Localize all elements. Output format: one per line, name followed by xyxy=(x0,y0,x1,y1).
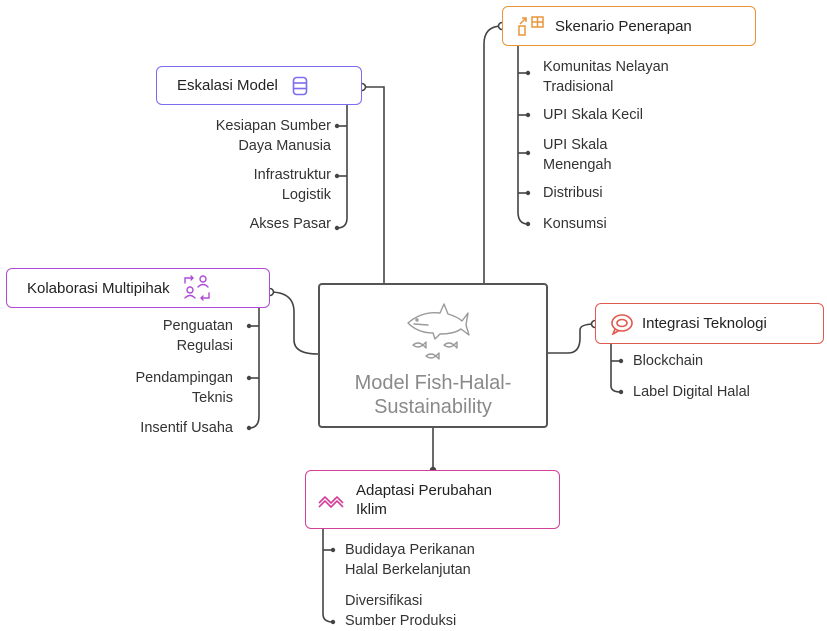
leaf-line: Distribusi xyxy=(543,185,603,201)
leaf-line: Pendampingan xyxy=(135,370,233,386)
eskalasi-model-label: Eskalasi Model xyxy=(177,77,278,94)
adaptasi-perubahan-iklim-node[interactable]: Adaptasi Perubahan Iklim xyxy=(305,470,560,529)
eskalasi-item-akses-pasar: Akses Pasar xyxy=(250,214,331,234)
leaf-line: Halal Berkelanjutan xyxy=(345,562,471,578)
leaf-line: Penguatan xyxy=(162,318,233,334)
leaf-line: Menengah xyxy=(543,157,612,173)
leaf-line: Akses Pasar xyxy=(249,216,331,232)
leaf-line: Infrastruktur xyxy=(253,167,331,183)
leaf-line: Konsumsi xyxy=(543,216,607,232)
eskalasi-item-sdm: Kesiapan Sumber Daya Manusia xyxy=(216,116,331,156)
leaf-line: Kesiapan Sumber xyxy=(215,118,331,134)
wave-icon xyxy=(318,495,344,508)
leaf-line: Daya Manusia xyxy=(238,138,331,154)
people-exchange-icon xyxy=(183,275,210,301)
leaf-line: Logistik xyxy=(281,187,331,203)
kolaborasi-multipihak-label: Kolaborasi Multipihak xyxy=(27,279,170,297)
skenario-item-upi-kecil: UPI Skala Kecil xyxy=(543,105,643,125)
leaf-line: Komunitas Nelayan xyxy=(543,59,669,75)
kolaborasi-item-regulasi: Penguatan Regulasi xyxy=(163,316,233,356)
adaptasi-item-diversifikasi: Diversifikasi Sumber Produksi xyxy=(345,591,456,631)
adaptasi-label-line-2: Iklim xyxy=(356,500,387,518)
scenario-icon xyxy=(518,16,544,36)
leaf-line: Insentif Usaha xyxy=(140,420,233,436)
kolaborasi-multipihak-node[interactable]: Kolaborasi Multipihak xyxy=(6,268,270,308)
central-title: Model Fish-Halal- Sustainability xyxy=(320,371,546,419)
skenario-penerapan-node[interactable]: Skenario Penerapan xyxy=(502,6,756,46)
leaf-line: Budidaya Perikanan xyxy=(345,542,475,558)
skenario-item-distribusi: Distribusi xyxy=(543,183,603,203)
leaf-line: Label Digital Halal xyxy=(633,384,750,400)
leaf-line: UPI Skala xyxy=(543,137,608,153)
kolaborasi-item-pendampingan: Pendampingan Teknis xyxy=(135,368,233,408)
leaf-line: Tradisional xyxy=(543,79,614,95)
leaf-line: Sumber Produksi xyxy=(345,613,457,629)
integrasi-item-blockchain: Blockchain xyxy=(633,351,703,371)
central-title-line-2: Sustainability xyxy=(374,396,492,418)
eskalasi-item-infrastruktur: Infrastruktur Logistik xyxy=(254,165,331,205)
central-node[interactable]: Model Fish-Halal- Sustainability xyxy=(318,283,548,428)
integrasi-teknologi-label: Integrasi Teknologi xyxy=(642,315,767,332)
integrasi-item-label-digital: Label Digital Halal xyxy=(633,382,750,402)
skenario-item-upi-menengah: UPI Skala Menengah xyxy=(543,135,612,175)
kolaborasi-item-insentif: Insentif Usaha xyxy=(140,418,233,438)
leaf-line: Regulasi xyxy=(176,338,233,354)
central-title-line-1: Model Fish-Halal- xyxy=(354,372,512,394)
eskalasi-model-node[interactable]: Eskalasi Model xyxy=(156,66,362,105)
skenario-item-komunitas: Komunitas Nelayan Tradisional xyxy=(543,57,669,97)
leaf-line: Diversifikasi xyxy=(345,593,423,609)
integrasi-teknologi-node[interactable]: Integrasi Teknologi xyxy=(595,303,824,344)
database-icon xyxy=(292,76,308,95)
leaf-line: Teknis xyxy=(191,390,233,406)
skenario-item-konsumsi: Konsumsi xyxy=(543,214,607,234)
fish-icon xyxy=(407,303,470,360)
chat-bubble-icon xyxy=(611,313,633,335)
adaptasi-label-line-1: Adaptasi Perubahan xyxy=(356,481,492,499)
leaf-line: UPI Skala Kecil xyxy=(543,107,643,123)
skenario-penerapan-label: Skenario Penerapan xyxy=(555,17,692,35)
adaptasi-item-budidaya: Budidaya Perikanan Halal Berkelanjutan xyxy=(345,540,475,580)
leaf-line: Blockchain xyxy=(633,353,704,369)
